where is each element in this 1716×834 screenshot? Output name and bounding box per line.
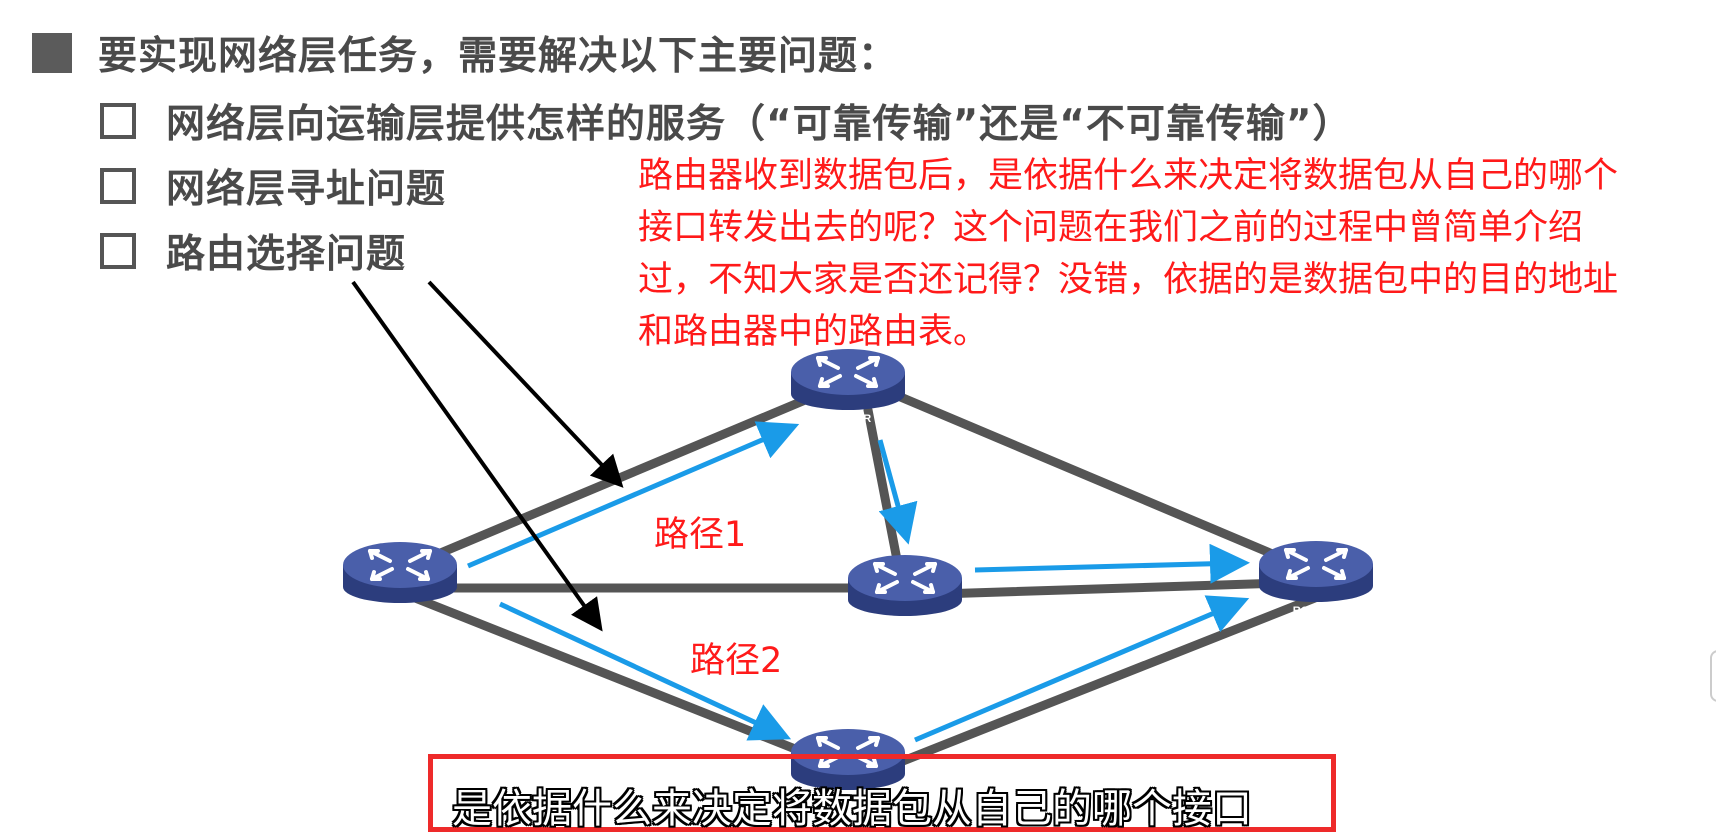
link-top-right [860, 377, 1320, 577]
path-arrows [467, 421, 1250, 743]
path1-arrow-middle-right [974, 543, 1250, 584]
checkbox-square-icon [100, 233, 136, 269]
sub-item-addressing: 网络层寻址问题 [100, 158, 446, 214]
path1-label: 路径1 [654, 515, 747, 555]
path2-arrow-left-bottom [498, 601, 792, 741]
link-left-top [395, 377, 853, 575]
router-top-icon: ROUTER [789, 347, 907, 425]
note-line: 和路由器中的路由表。 [638, 312, 989, 352]
sub-item-text: 网络层寻址问题 [166, 167, 447, 212]
link-bottom-right [855, 593, 1320, 783]
main-bullet: 要实现网络层任务，需要解决以下主要问题： [32, 25, 898, 81]
link-middle-right [903, 577, 1320, 600]
note-line: 过，不知大家是否还记得？没错，依据的是数据包中的目的地址 [638, 260, 1619, 300]
router-label: ROUTER [825, 413, 872, 425]
path2-label: 路径2 [690, 641, 783, 681]
side-panel-handle[interactable] [1710, 650, 1716, 702]
router-label: ROUTER [377, 606, 424, 618]
checkbox-square-icon [100, 103, 136, 139]
router-right-icon: ROUTER [1257, 539, 1375, 617]
path2-arrow-bottom-right [914, 595, 1250, 743]
filled-square-bullet-icon [32, 33, 72, 73]
explanation-note: 路由器收到数据包后，是依据什么来决定将数据包从自己的哪个 接口转发出去的呢？这个… [638, 150, 1698, 358]
sub-item-routing: 路由选择问题 [100, 223, 406, 279]
video-subtitle: 是依据什么来决定将数据包从自己的哪个接口 [452, 786, 1252, 832]
main-bullet-text: 要实现网络层任务，需要解决以下主要问题： [98, 34, 899, 79]
path1-arrow-top-middle [877, 439, 918, 545]
note-line: 接口转发出去的呢？这个问题在我们之前的过程中曾简单介绍 [638, 208, 1584, 248]
router-label: ROUTER [825, 793, 872, 805]
note-line: 路由器收到数据包后，是依据什么来决定将数据包从自己的哪个 [638, 156, 1619, 196]
router-bottom-icon: ROUTER [789, 727, 907, 805]
checkbox-square-icon [100, 168, 136, 204]
sub-item-service: 网络层向运输层提供怎样的服务（“可靠传输”还是“不可靠传输”） [100, 93, 1353, 149]
sub-item-text: 路由选择问题 [166, 232, 407, 277]
path1-arrow-left-top [467, 421, 800, 569]
pointer-arrows [351, 280, 624, 632]
pointer-arrow-to-path1 [427, 280, 624, 488]
sub-item-text: 网络层向运输层提供怎样的服务（“可靠传输”还是“不可靠传输”） [166, 102, 1353, 147]
pointer-arrow-to-path2 [351, 280, 603, 632]
router-label: ROUTER [882, 619, 929, 631]
router-left-icon: ROUTER [341, 540, 459, 618]
router-middle-icon: ROUTER [846, 553, 964, 631]
router-label: ROUTER [1293, 605, 1340, 617]
